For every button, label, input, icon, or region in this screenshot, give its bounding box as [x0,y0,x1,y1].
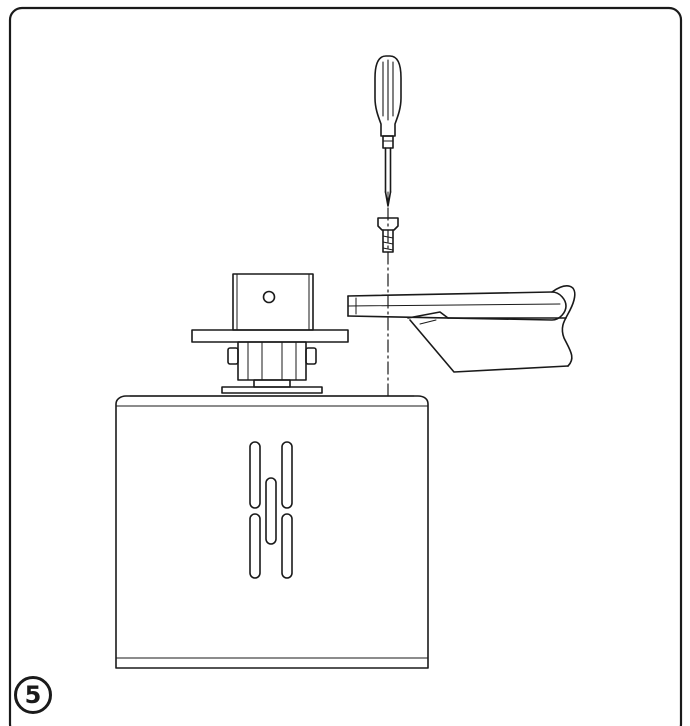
screwdriver-icon [374,55,402,207]
barrier-arm [347,285,576,373]
diagram-frame [8,6,683,726]
mounting-bracket [129,273,415,397]
step-number-badge: 5 [14,676,52,714]
base-housing [115,395,429,669]
vent-slots [249,441,293,579]
